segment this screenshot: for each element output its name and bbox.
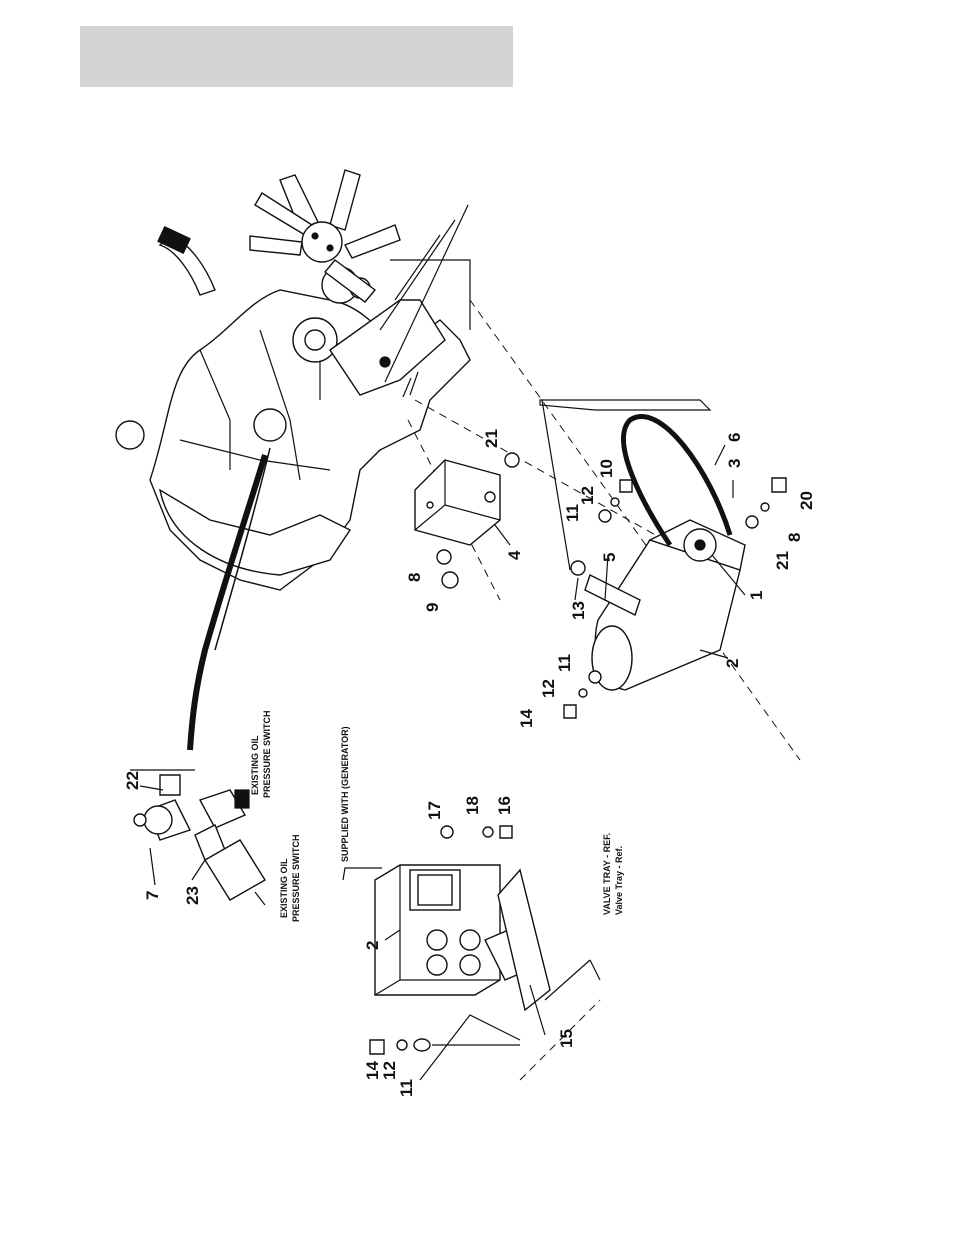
- callout-12-generator: 12: [539, 679, 558, 698]
- callout-21-generator: 21: [773, 551, 792, 570]
- note-oil-switch-1-line2: PRESSURE SWITCH: [262, 710, 272, 798]
- bracket-4: [415, 460, 500, 545]
- note-oil-switch-2-line1: EXISTING OIL: [279, 858, 289, 918]
- note-oil-switch-1-line1: EXISTING OIL: [250, 735, 260, 795]
- screw-16: [500, 826, 512, 838]
- washer-21a: [505, 453, 519, 467]
- bolt-14: [370, 1040, 384, 1054]
- callout-2-generator: 2: [723, 659, 742, 668]
- note-valve-tray-mixed: Valve Tray - Ref.: [614, 846, 624, 915]
- nut-17: [441, 826, 453, 838]
- callout-7: 7: [143, 891, 162, 900]
- callout-6: 6: [725, 433, 744, 442]
- bolt-10: [620, 480, 632, 492]
- washer-11b: [589, 671, 601, 683]
- callout-13: 13: [569, 601, 588, 620]
- callout-12-box: 12: [380, 1061, 399, 1080]
- lockwasher-12c: [397, 1040, 407, 1050]
- filler-cap-shape: [116, 421, 144, 449]
- washer-13: [571, 561, 585, 575]
- callout-12-arm: 12: [578, 486, 597, 505]
- callout-22: 22: [123, 771, 142, 790]
- lockwasher-8b: [761, 503, 769, 511]
- callout-14-generator: 14: [517, 709, 536, 728]
- callout-11-box: 11: [397, 1079, 416, 1097]
- oil-switch-detail: [130, 770, 265, 905]
- callout-9: 9: [423, 603, 442, 612]
- callout-2-control-box: 2: [363, 941, 382, 950]
- switch-7: [144, 806, 172, 834]
- callout-21-bracket: 21: [482, 429, 501, 448]
- lockwasher-12: [611, 498, 619, 506]
- washer-18: [483, 827, 493, 837]
- control-box: [375, 865, 500, 995]
- note-valve-tray-upper: VALVE TRAY - REF.: [602, 833, 612, 915]
- washer-11: [599, 510, 611, 522]
- supplied-with-leader: [343, 868, 382, 880]
- washer-21b: [746, 516, 758, 528]
- bolt-14b: [564, 705, 576, 718]
- callout-20: 20: [797, 491, 816, 510]
- fitting-22: [160, 775, 180, 795]
- callout-8-generator: 8: [785, 533, 804, 542]
- washer-8a: [437, 550, 451, 564]
- washer-11c: [414, 1039, 430, 1051]
- callout-17: 17: [425, 801, 444, 820]
- note-supplied-with-generator: SUPPLIED WITH (GENERATOR): [340, 726, 350, 862]
- callout-11-generator: 11: [555, 654, 574, 672]
- generator-assembly: [540, 400, 745, 690]
- dash-guide-1: [470, 300, 800, 760]
- callout-23: 23: [183, 886, 202, 905]
- callout-10: 10: [597, 459, 616, 478]
- bolt-20: [772, 478, 786, 492]
- nut-9: [442, 572, 458, 588]
- note-oil-switch-2-line2: PRESSURE SWITCH: [291, 834, 301, 922]
- callout-5: 5: [600, 553, 619, 562]
- callout-4: 4: [505, 550, 524, 560]
- callout-3: 3: [725, 459, 744, 468]
- lockwasher-12b: [579, 689, 587, 697]
- callout-1: 1: [747, 591, 766, 600]
- callout-18: 18: [463, 796, 482, 815]
- callout-14-box: 14: [363, 1061, 382, 1080]
- callout-8-bracket: 8: [405, 573, 424, 582]
- callout-16: 16: [495, 796, 514, 815]
- callout-15: 15: [557, 1029, 576, 1048]
- callout-11-arm: 11: [563, 504, 582, 522]
